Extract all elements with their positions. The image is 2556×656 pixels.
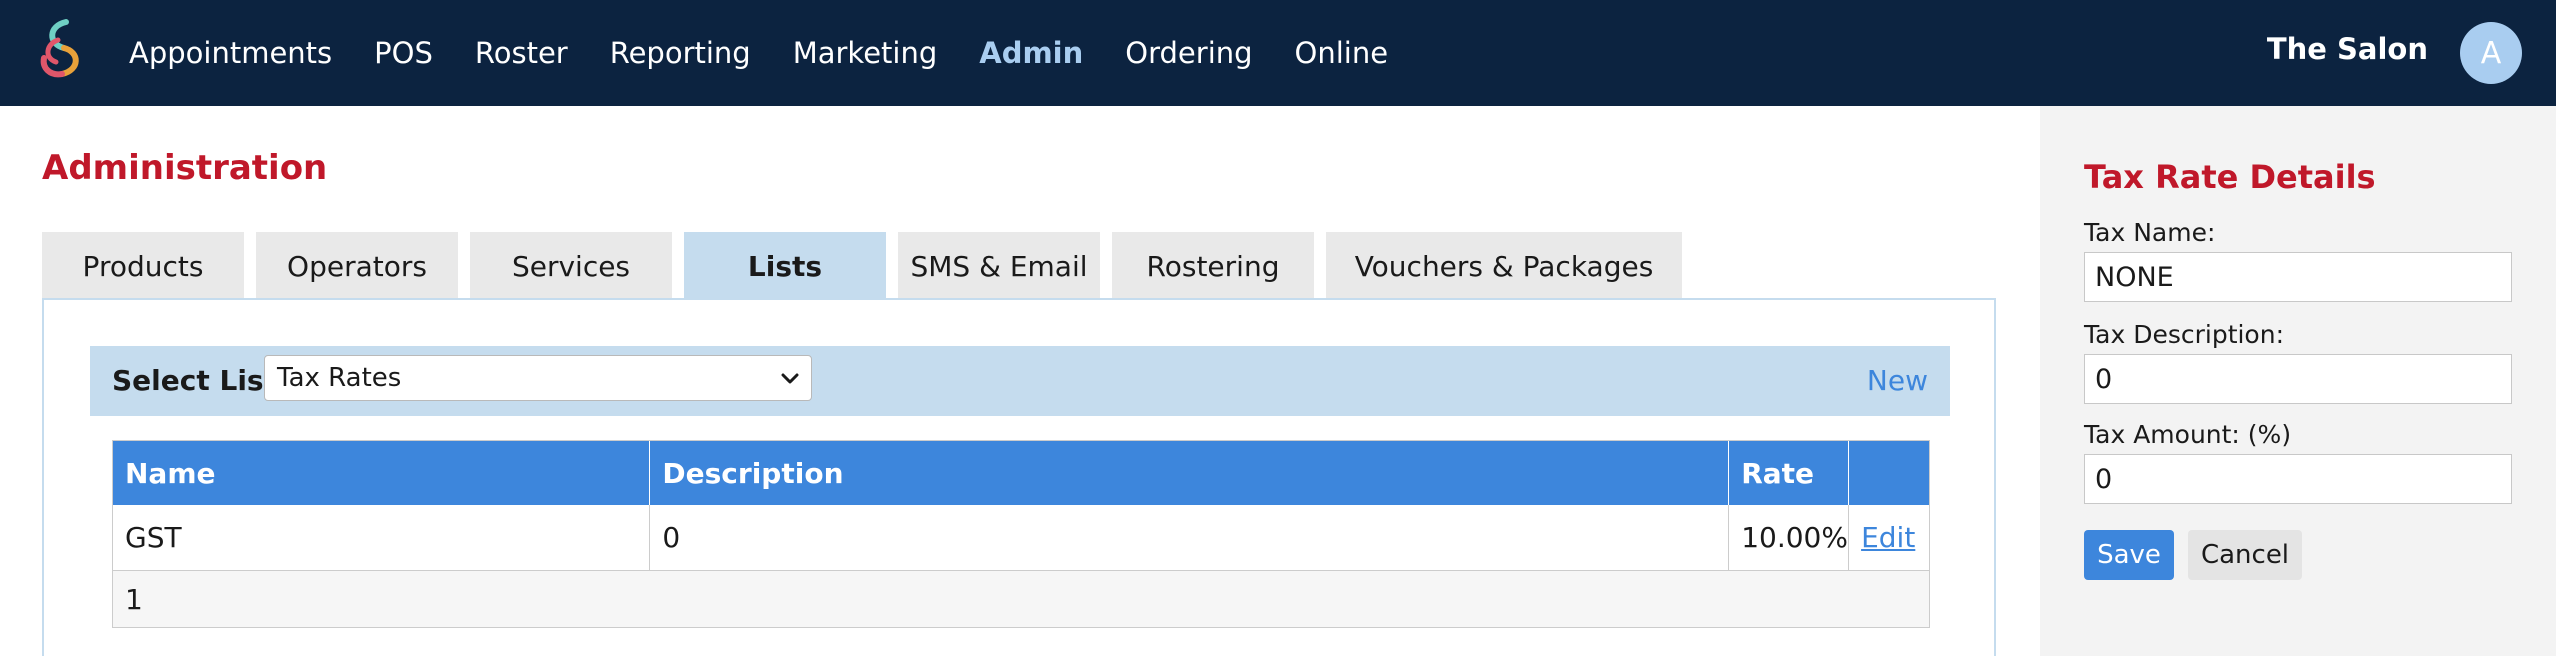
- cell-description: 0: [650, 505, 1730, 571]
- nav-item-reporting[interactable]: Reporting: [609, 36, 751, 70]
- tab-rostering[interactable]: Rostering: [1112, 232, 1314, 300]
- tax-amount-label: Tax Amount: (%): [2084, 420, 2292, 449]
- nav-item-roster[interactable]: Roster: [474, 36, 568, 70]
- lists-panel: Select List: Tax Rates New Name Descript…: [42, 298, 1996, 656]
- new-link[interactable]: New: [1866, 364, 1928, 397]
- column-header-description[interactable]: Description: [650, 441, 1730, 505]
- cancel-button[interactable]: Cancel: [2188, 530, 2302, 580]
- cell-rate: 10.00%: [1729, 505, 1850, 571]
- cell-action: Edit: [1849, 505, 1929, 571]
- tab-services[interactable]: Services: [470, 232, 672, 300]
- tax-name-label: Tax Name:: [2084, 218, 2216, 247]
- tax-description-input[interactable]: 0: [2084, 354, 2512, 404]
- nav-item-pos[interactable]: POS: [374, 36, 433, 70]
- table-header-row: Name Description Rate: [113, 441, 1929, 505]
- nav-item-appointments[interactable]: Appointments: [129, 36, 333, 70]
- nav-item-marketing[interactable]: Marketing: [792, 36, 938, 70]
- tax-description-label: Tax Description:: [2084, 320, 2284, 349]
- tab-products[interactable]: Products: [42, 232, 244, 300]
- save-button[interactable]: Save: [2084, 530, 2174, 580]
- tax-rate-details-panel: Tax Rate Details Tax Name: NONE Tax Desc…: [2040, 106, 2556, 656]
- details-title: Tax Rate Details: [2084, 158, 2376, 196]
- main-nav: Appointments POS Roster Reporting Market…: [129, 0, 1430, 106]
- nav-item-online[interactable]: Online: [1294, 36, 1389, 70]
- column-header-actions: [1849, 441, 1929, 505]
- tab-lists[interactable]: Lists: [684, 232, 886, 300]
- select-list-value: Tax Rates: [277, 363, 402, 393]
- app-logo-icon[interactable]: [36, 18, 90, 88]
- tax-name-input[interactable]: NONE: [2084, 252, 2512, 302]
- salon-name[interactable]: The Salon: [2266, 32, 2428, 66]
- select-list-label: Select List:: [112, 364, 289, 397]
- chevron-down-icon: [781, 373, 799, 384]
- tax-rates-table: Name Description Rate GST 0 10.00% Edit …: [112, 440, 1930, 628]
- tax-amount-input[interactable]: 0: [2084, 454, 2512, 504]
- tab-sms-email[interactable]: SMS & Email: [898, 232, 1100, 300]
- admin-tabs: Products Operators Services Lists SMS & …: [42, 232, 1694, 300]
- select-list-dropdown[interactable]: Tax Rates: [264, 355, 812, 401]
- cell-name: GST: [113, 505, 651, 571]
- top-navigation-bar: Appointments POS Roster Reporting Market…: [0, 0, 2556, 106]
- nav-item-admin[interactable]: Admin: [979, 36, 1084, 70]
- page-number[interactable]: 1: [125, 582, 143, 616]
- table-pagination: 1: [113, 571, 1929, 627]
- column-header-rate[interactable]: Rate: [1729, 441, 1850, 505]
- tab-vouchers-packages[interactable]: Vouchers & Packages: [1326, 232, 1682, 300]
- tab-operators[interactable]: Operators: [256, 232, 458, 300]
- table-row: GST 0 10.00% Edit: [113, 505, 1929, 571]
- column-header-name[interactable]: Name: [113, 441, 651, 505]
- list-selector-bar: Select List: Tax Rates New: [90, 346, 1950, 416]
- user-avatar[interactable]: A: [2460, 22, 2522, 84]
- edit-link[interactable]: Edit: [1861, 521, 1916, 554]
- page-title: Administration: [42, 148, 328, 188]
- nav-item-ordering[interactable]: Ordering: [1125, 36, 1253, 70]
